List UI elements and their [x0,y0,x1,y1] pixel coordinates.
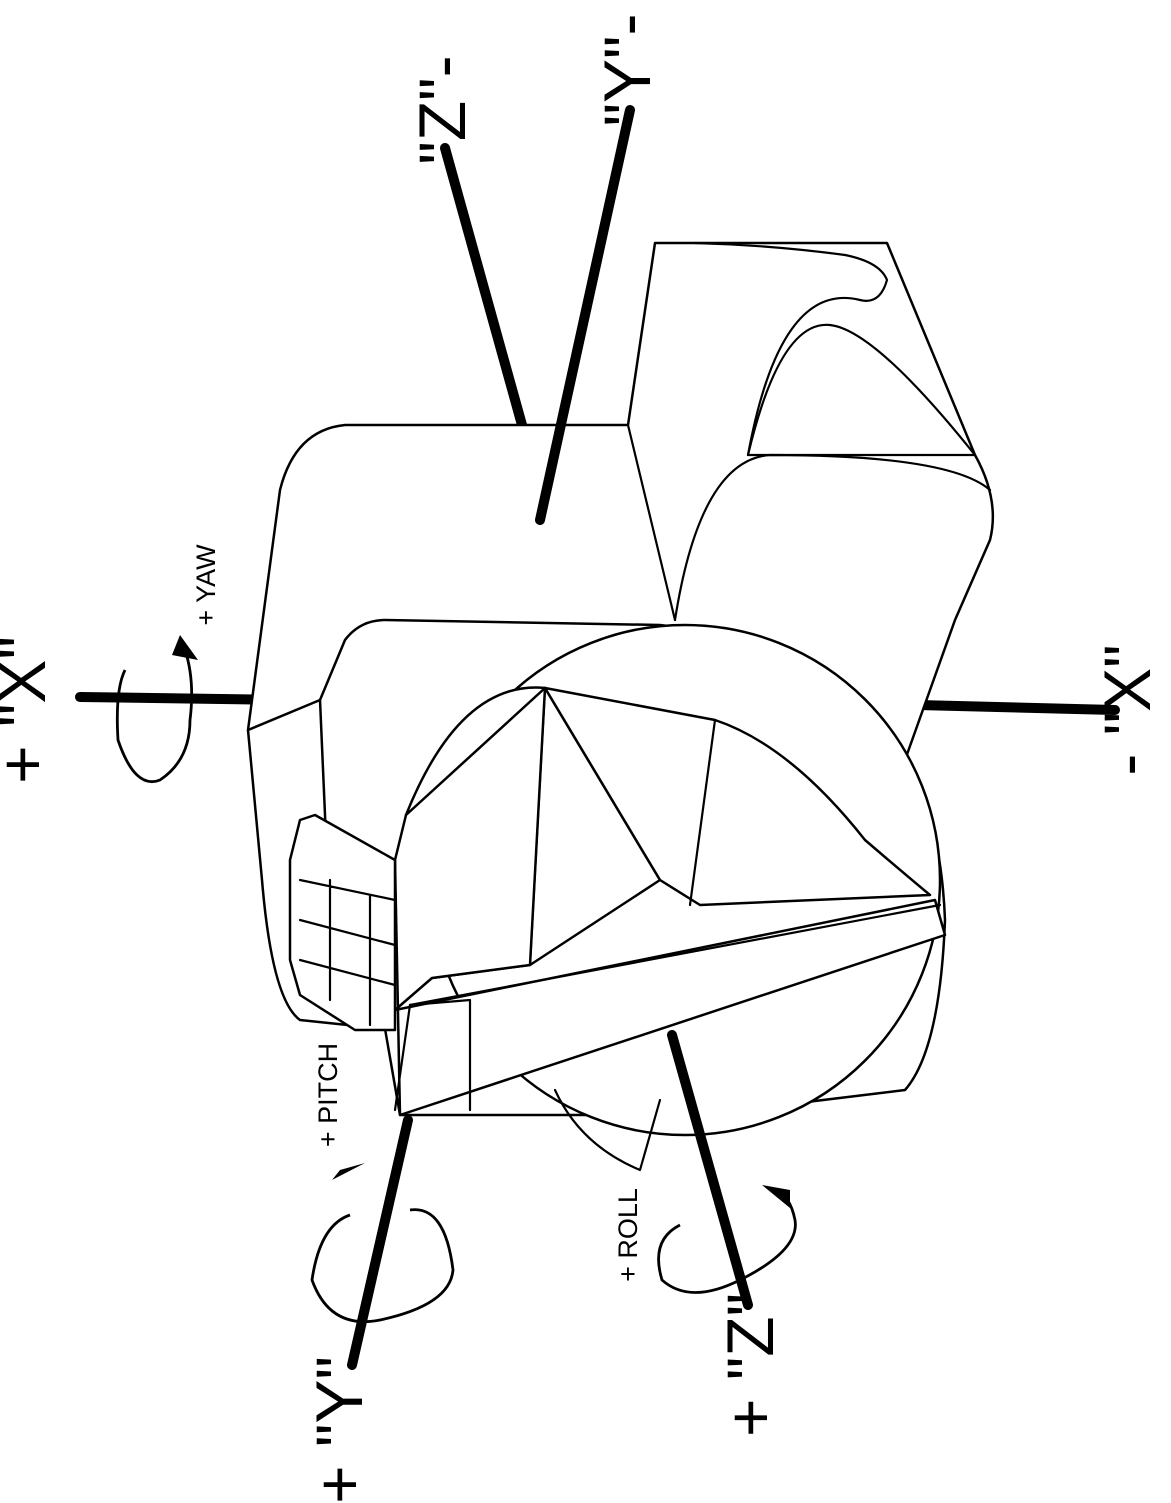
upper-lower-block-curve [673,453,992,622]
teeth-lines-2 [408,998,662,1172]
z-axis-negative [440,143,527,430]
yaw-rotation-arrow [115,649,194,783]
stepped-edge [288,813,397,1032]
yaw-arrowhead [172,635,198,660]
roll-arrowhead [762,1185,790,1208]
instrument-window [543,686,932,907]
pitch-rotation-arrow [310,1208,455,1323]
label-x-positive: + "X" [0,636,59,784]
label-y-positive: + "Y" [302,1356,376,1503]
teeth-lines [298,878,397,1027]
upper-right-box-curves [693,241,977,457]
upper-block-edge-vertical [626,423,677,622]
x-axis-negative [913,700,1120,715]
y-axis-positive [347,1115,413,1370]
z-axis-neg-front [535,105,635,525]
spacecraft-front-bar [393,686,947,1117]
upper-right-box-curve2 [746,323,977,457]
label-y-negative: "Y"- [590,14,664,127]
label-z-negative: "Z"- [405,55,479,164]
label-roll: + ROLL [613,1188,643,1282]
front-bar-line [408,903,942,1007]
label-pitch: + PITCH [313,1043,343,1147]
front-bar-line2 [393,1003,412,1112]
label-z-positive: + "Z" [713,1293,787,1437]
label-yaw: + YAW [191,544,221,626]
label-x-negative: - "X" [1090,644,1164,775]
instrument-window-divider [688,718,717,907]
pitch-arrowhead [332,1163,365,1180]
z-axis-positive [667,1030,753,1310]
roll-rotation-arrow [657,1188,797,1294]
